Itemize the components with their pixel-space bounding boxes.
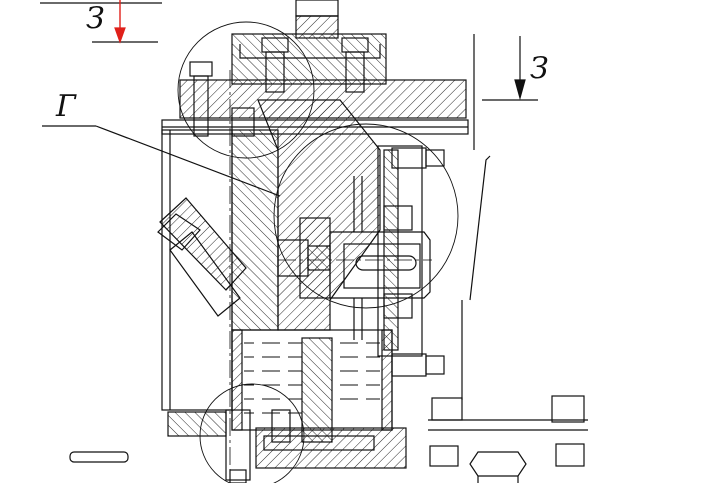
right-mount <box>428 34 588 483</box>
section-line-right <box>482 36 538 101</box>
detail-leader <box>42 125 281 197</box>
inclined-pipe <box>157 197 247 317</box>
top-shaft <box>295 0 339 17</box>
central-body <box>231 99 381 331</box>
top-bolts <box>189 37 369 137</box>
side-bolts-right <box>391 147 445 377</box>
section-line-left <box>40 0 162 44</box>
section-label-left: З <box>86 1 105 36</box>
slider-block <box>277 176 431 340</box>
detail-circles <box>177 21 459 483</box>
oil-reservoir <box>244 337 380 443</box>
base-plate <box>69 409 407 483</box>
section-label-right: З <box>530 51 549 86</box>
top-cover-flange <box>161 15 469 135</box>
center-line <box>229 70 432 483</box>
detail-callout-label: Г <box>56 89 76 124</box>
